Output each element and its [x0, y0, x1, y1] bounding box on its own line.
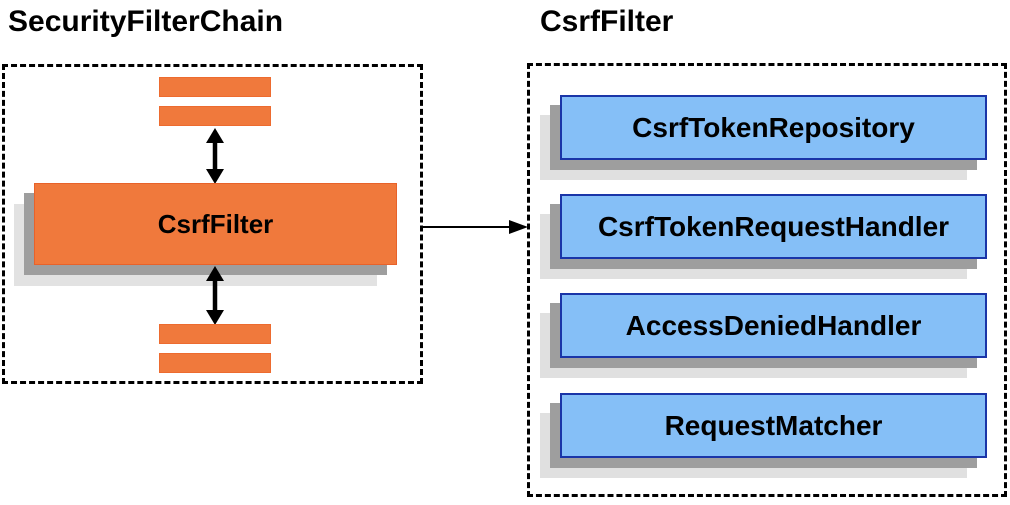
component-box-request-matcher: RequestMatcher — [560, 393, 987, 458]
filter-placeholder-bar — [159, 353, 271, 373]
csrf-filter-box: CsrfFilter — [34, 183, 397, 265]
csrf-filter-box-label: CsrfFilter — [157, 208, 274, 239]
left-panel-title: SecurityFilterChain — [8, 5, 284, 38]
bidirectional-arrow-icon — [206, 128, 224, 184]
component-box-access-denied-handler: AccessDeniedHandler — [560, 293, 987, 358]
right-panel-title: CsrfFilter — [540, 5, 674, 38]
component-label: CsrfTokenRepository — [632, 111, 915, 143]
component-label: CsrfTokenRequestHandler — [597, 210, 950, 242]
component-label: RequestMatcher — [664, 409, 883, 441]
security-filter-chain-boundary — [2, 64, 423, 384]
component-label: AccessDeniedHandler — [625, 309, 922, 341]
component-box-csrf-token-request-handler: CsrfTokenRequestHandler — [560, 194, 987, 259]
bidirectional-arrow-icon — [206, 266, 224, 325]
filter-placeholder-bar — [159, 77, 271, 97]
flow-arrow-icon — [423, 220, 528, 234]
filter-placeholder-bar — [159, 324, 271, 344]
csrf-filter-boundary — [527, 63, 1007, 497]
filter-placeholder-bar — [159, 106, 271, 126]
component-box-csrf-token-repository: CsrfTokenRepository — [560, 95, 987, 160]
